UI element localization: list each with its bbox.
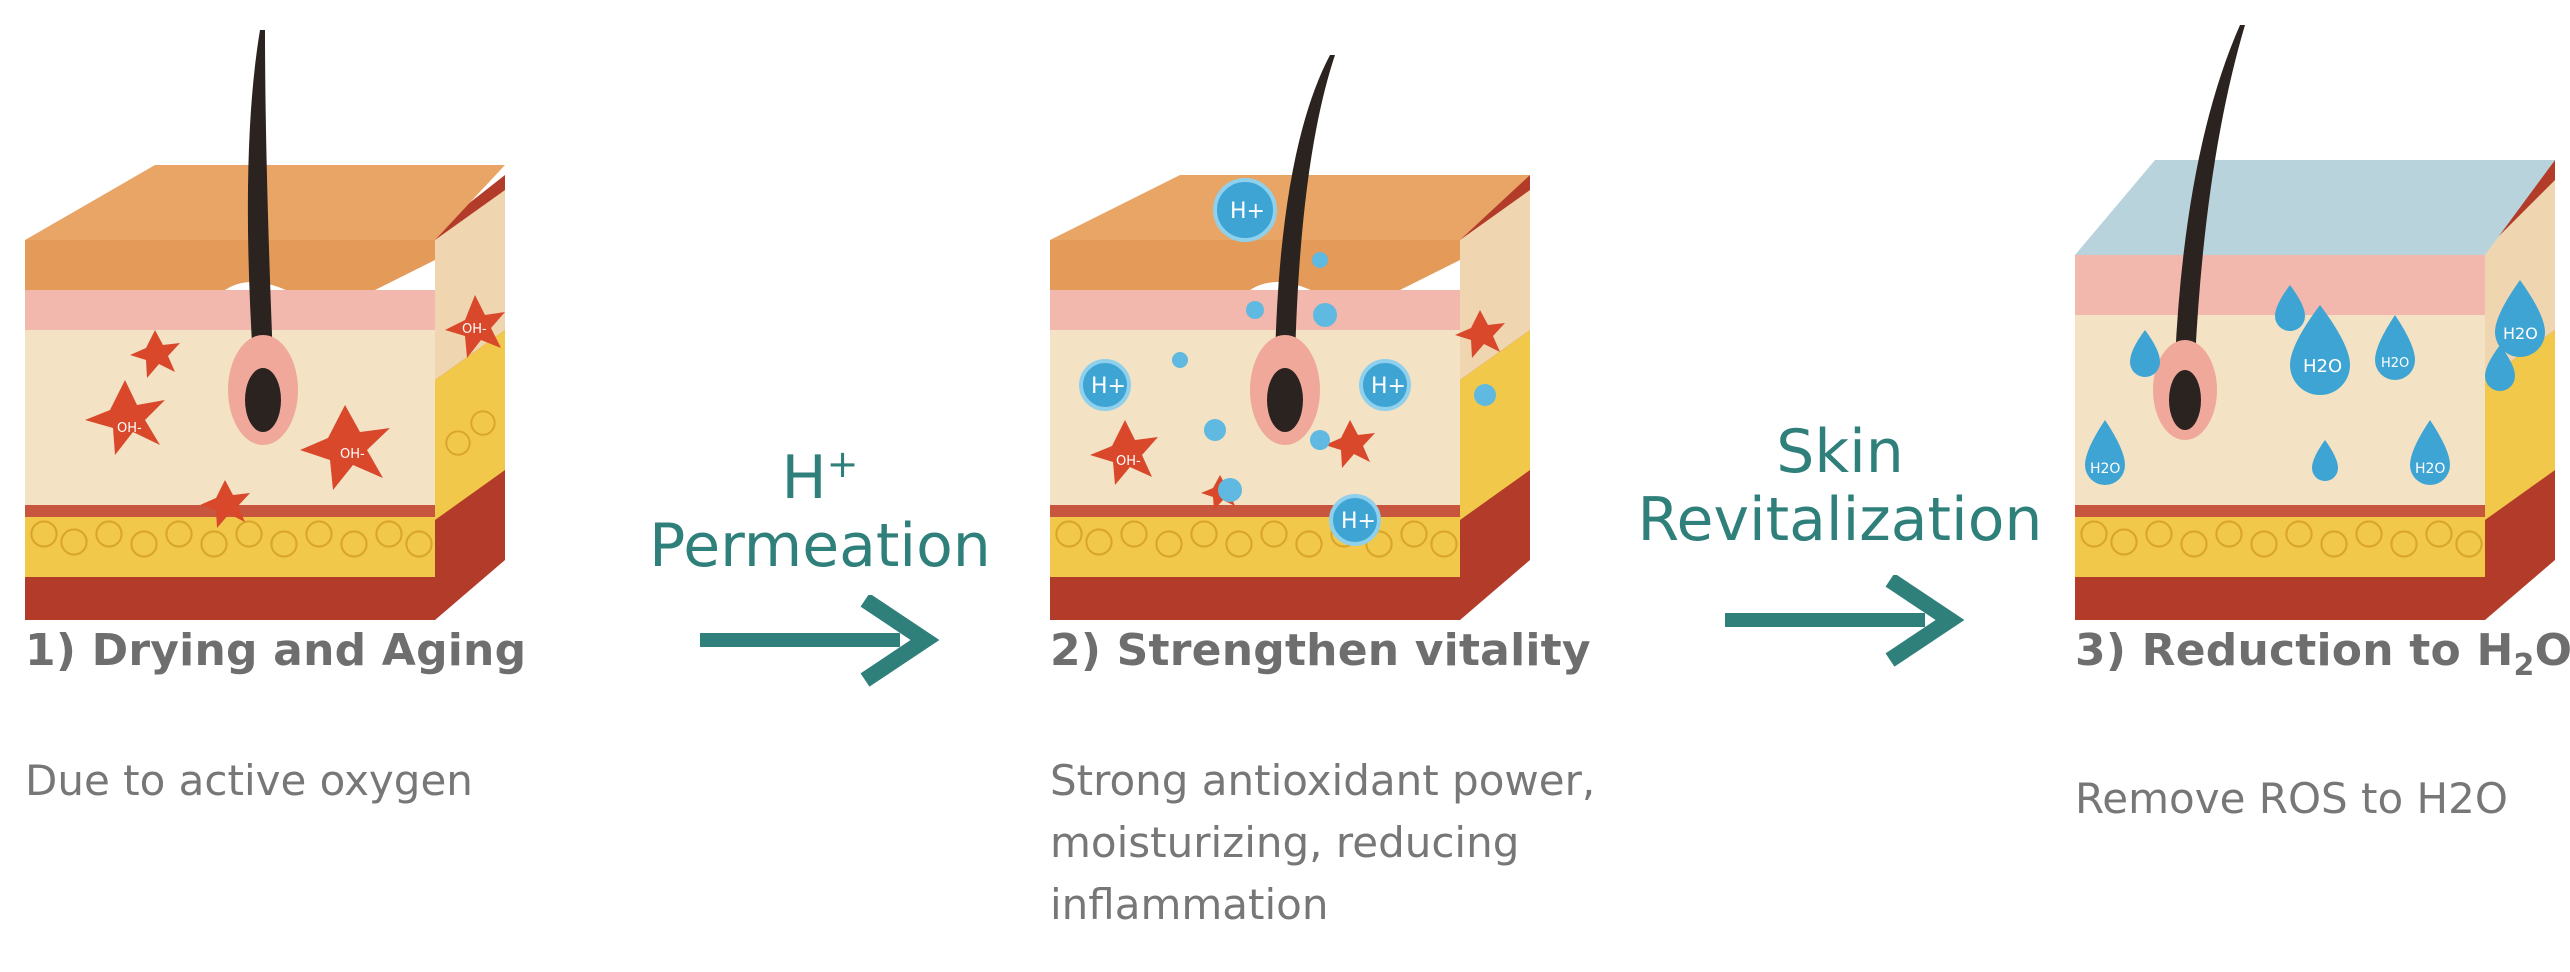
h-ion-label: H+ xyxy=(1371,374,1406,399)
connector-2-line2: Revitalization xyxy=(1637,485,2043,555)
connector-h-permeation: H+ Permeation xyxy=(630,430,1010,580)
oh-label: OH- xyxy=(340,447,365,462)
h2o-label: H2O xyxy=(2303,356,2342,377)
skin-cross-section-vitality: H+ H+ H+ H+ OH- xyxy=(1050,55,1530,620)
step-2-description: Strong antioxidant power, moisturizing, … xyxy=(1050,756,1596,929)
step-1: OH- OH- OH- 1) Drying and Aging Due to a… xyxy=(25,0,585,972)
step-3-description: Remove ROS to H2O xyxy=(2075,774,2508,823)
connector-1-line1: H+ xyxy=(781,442,859,513)
h2o-label: H2O xyxy=(2381,356,2409,371)
hair-strand xyxy=(247,30,273,360)
oh-label: OH- xyxy=(117,421,142,436)
step-3: H2O H2O H2O H2O H2O 3) Reduction to H2O … xyxy=(2075,0,2570,972)
oh-label: OH- xyxy=(462,322,487,337)
h2o-label: H2O xyxy=(2090,461,2120,477)
step-2: H+ H+ H+ H+ OH- 2) Strengthen vitality S… xyxy=(1050,0,1610,972)
arrow-right-icon xyxy=(1725,575,1965,667)
water-drops xyxy=(2085,280,2545,485)
step-2-title: 2) Strengthen vitality xyxy=(1050,625,1591,676)
connector-skin-revitalization: Skin Revitalization xyxy=(1630,418,2050,554)
h-ion-label: H+ xyxy=(1341,509,1376,534)
skin-cross-section-aging: OH- OH- OH- xyxy=(25,30,505,620)
hair-strand xyxy=(1275,55,1335,360)
oh-label: OH- xyxy=(1116,454,1141,469)
h-ion-label: H+ xyxy=(1091,374,1126,399)
h2o-label: H2O xyxy=(2415,461,2445,477)
step-1-title: 1) Drying and Aging xyxy=(25,625,527,676)
step-1-description: Due to active oxygen xyxy=(25,756,473,805)
connector-2-line1: Skin xyxy=(1776,417,1904,487)
step-3-title: 3) Reduction to H2O xyxy=(2075,625,2570,683)
h2o-label: H2O xyxy=(2503,324,2538,343)
h-ion-label: H+ xyxy=(1230,199,1265,224)
connector-1-line2: Permeation xyxy=(649,511,991,581)
free-radicals xyxy=(85,295,505,528)
hydrogen-ion-bubbles xyxy=(1079,178,1496,546)
arrow-right-icon xyxy=(700,595,940,687)
skin-cross-section-revitalized: H2O H2O H2O H2O H2O xyxy=(2075,25,2555,620)
moisture-barrier xyxy=(2075,160,2555,255)
hair-strand xyxy=(2175,25,2245,360)
